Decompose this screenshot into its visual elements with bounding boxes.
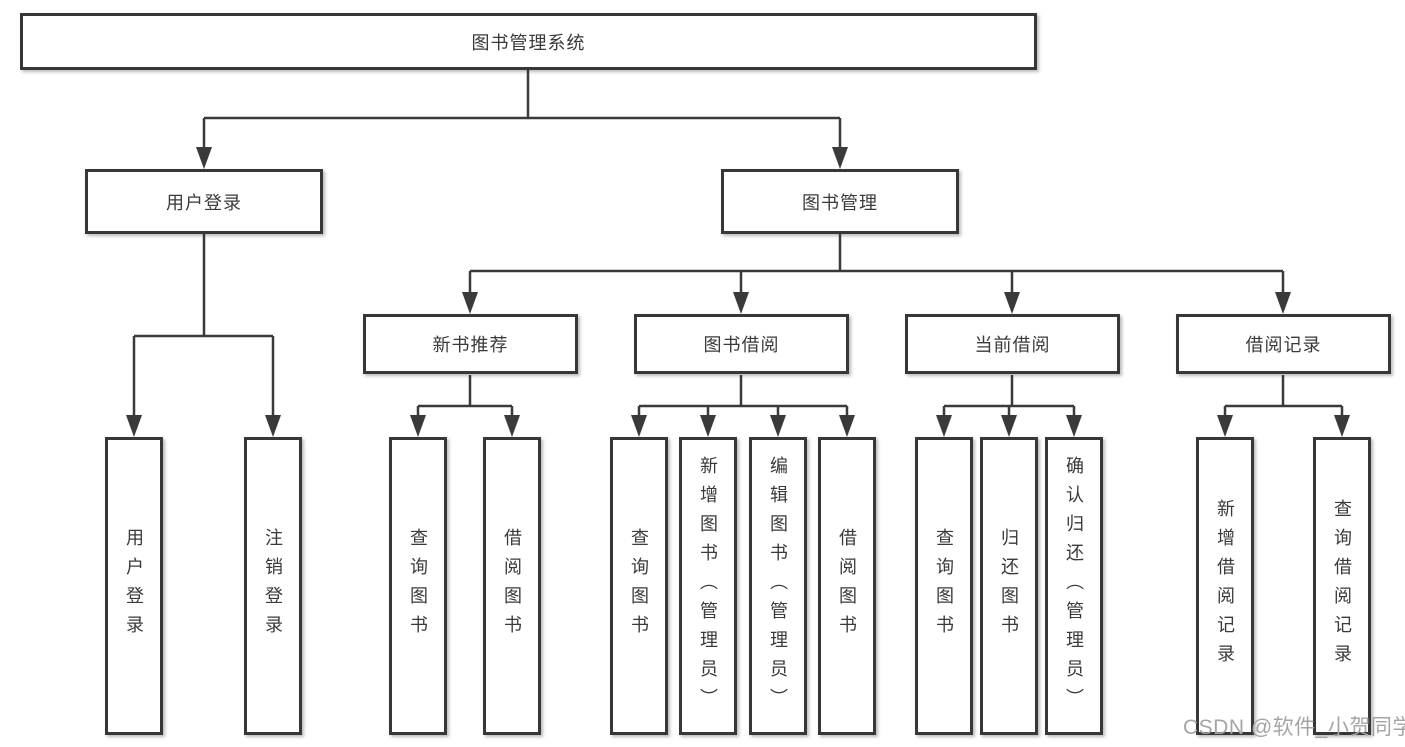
node-user-login-label: 用户登录: [166, 192, 242, 213]
leaf-query-books-newbooks-label: 查询图书: [408, 528, 428, 644]
leaf-query-books-current: 查询图书: [915, 437, 973, 735]
node-current-borrowing: 当前借阅: [905, 314, 1120, 374]
leaf-user-login: 用户登录: [105, 437, 163, 735]
leaf-add-book-admin-label: 新增图书（管理员）: [698, 455, 718, 717]
node-user-login: 用户登录: [85, 169, 323, 234]
watermark: CSDN @软件_小贺同学: [1183, 716, 1405, 739]
leaf-borrow-books-newbooks-label: 借阅图书: [502, 528, 522, 644]
leaf-query-books-borrow: 查询图书: [610, 437, 668, 735]
node-borrowing-records: 借阅记录: [1176, 314, 1391, 374]
node-book-management-label: 图书管理: [802, 192, 878, 213]
node-current-borrowing-label: 当前借阅: [974, 335, 1051, 355]
leaf-add-borrow-record: 新增借阅记录: [1196, 437, 1254, 735]
node-book-borrowing: 图书借阅: [634, 314, 849, 374]
node-book-management: 图书管理: [721, 169, 959, 234]
node-library-system: 图书管理系统: [20, 13, 1037, 70]
leaf-borrow-books-borrow-label: 借阅图书: [837, 528, 857, 644]
leaf-logout-label: 注销登录: [263, 528, 283, 644]
leaf-query-books-borrow-label: 查询图书: [629, 528, 649, 644]
leaf-edit-book-admin-label: 编辑图书（管理员）: [768, 455, 788, 717]
node-book-borrowing-label: 图书借阅: [703, 335, 780, 355]
leaf-query-borrow-record-label: 查询借阅记录: [1332, 499, 1352, 673]
leaf-logout: 注销登录: [244, 437, 302, 735]
node-new-book-recommend-label: 新书推荐: [432, 335, 509, 355]
leaf-query-books-newbooks: 查询图书: [389, 437, 447, 735]
leaf-confirm-return-admin: 确认归还（管理员）: [1045, 437, 1103, 735]
leaf-user-login-label: 用户登录: [124, 528, 144, 644]
leaf-confirm-return-admin-label: 确认归还（管理员）: [1064, 455, 1084, 717]
leaf-borrow-books-borrow: 借阅图书: [818, 437, 876, 735]
leaf-borrow-books-newbooks: 借阅图书: [483, 437, 541, 735]
node-borrowing-records-label: 借阅记录: [1245, 335, 1322, 355]
leaf-return-books: 归还图书: [980, 437, 1038, 735]
leaf-add-book-admin: 新增图书（管理员）: [679, 437, 737, 735]
node-new-book-recommend: 新书推荐: [363, 314, 578, 374]
leaf-return-books-label: 归还图书: [999, 528, 1019, 644]
leaf-add-borrow-record-label: 新增借阅记录: [1215, 499, 1235, 673]
leaf-edit-book-admin: 编辑图书（管理员）: [749, 437, 807, 735]
leaf-query-books-current-label: 查询图书: [934, 528, 954, 644]
node-library-system-label: 图书管理系统: [471, 32, 586, 53]
leaf-query-borrow-record: 查询借阅记录: [1313, 437, 1371, 735]
